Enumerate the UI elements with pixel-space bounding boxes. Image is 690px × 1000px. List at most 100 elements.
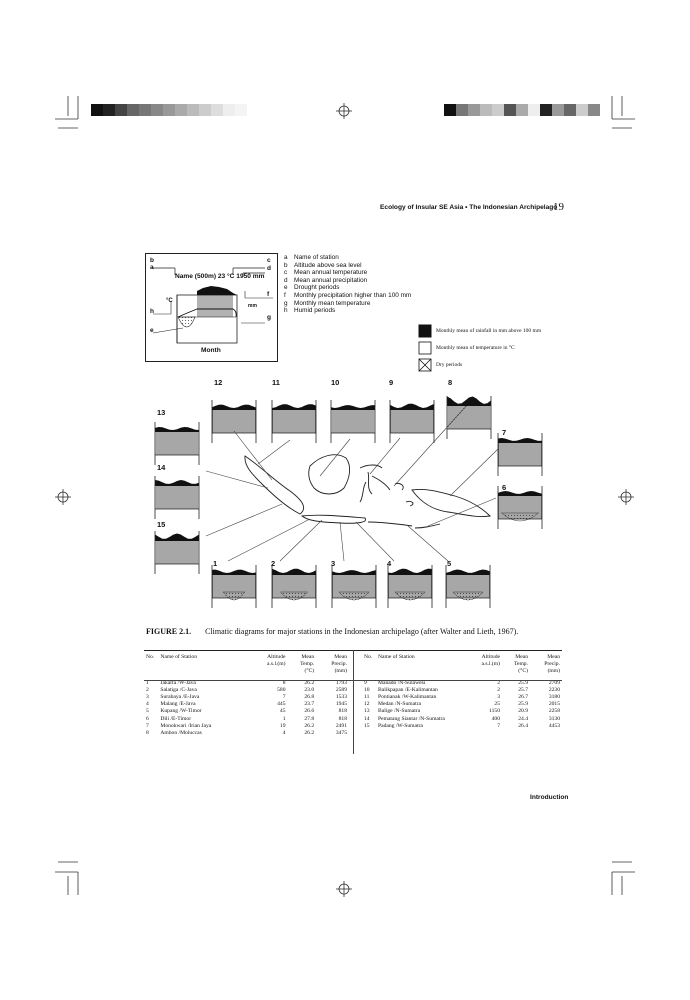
dry-period-fill	[279, 591, 309, 601]
cell-precip: 2258	[548, 708, 560, 715]
diagram-axes	[330, 400, 376, 443]
header-name: Name of Station	[378, 654, 415, 660]
key-legend-texts: Name of station Altitude above sea level…	[294, 254, 411, 315]
cell-no: 12	[364, 701, 370, 708]
cell-alt: 7	[497, 722, 500, 729]
registration-target-left	[55, 489, 71, 505]
diagram-axes	[154, 476, 200, 519]
climate-diagram-2	[271, 565, 317, 608]
humid-period-fill	[155, 541, 199, 564]
cell-alt: 2	[497, 686, 500, 693]
key-diagram	[152, 267, 273, 344]
cell-precip: 1533	[335, 694, 347, 701]
figure-caption-label: FIGURE 2.1.	[146, 627, 192, 636]
figure-caption: FIGURE 2.1. Climatic diagrams for major …	[146, 627, 546, 636]
cell-no: 1	[146, 679, 149, 686]
legend-letter: d	[284, 276, 288, 284]
indonesia-map-outline	[244, 454, 491, 529]
key-diagram-title: Name (500m) 23 °C 1950 mm	[175, 273, 265, 280]
station-label-9: 9	[389, 378, 394, 387]
symbol-legend-boxes	[418, 324, 432, 372]
rain-excess-fill	[331, 405, 375, 410]
rain-excess-fill	[332, 570, 376, 575]
humid-period-fill	[155, 486, 199, 509]
cell-name: Balige /N-Sumatra	[378, 708, 421, 715]
station-label-6: 6	[502, 483, 507, 492]
running-header-title: Ecology of Insular SE Asia • The Indones…	[380, 204, 558, 211]
climate-diagram-12	[211, 400, 257, 443]
key-letter-f: f	[267, 291, 270, 298]
humid-period-fill	[155, 432, 199, 455]
cell-temp: 26.4	[518, 722, 528, 729]
station-pointer-lines	[205, 403, 499, 562]
legend-text: Mean annual temperature	[294, 269, 368, 277]
sumatra-outline	[244, 455, 304, 515]
cell-no: 15	[364, 722, 370, 729]
cell-no: 13	[364, 708, 370, 715]
figure-caption-text: Climatic diagrams for major stations in …	[205, 627, 519, 636]
rain-excess-fill	[212, 569, 256, 575]
cell-name: Balikpapan /E-Kalimantan	[378, 686, 438, 693]
legend-letter: b	[284, 261, 288, 269]
white-box-symbol	[418, 341, 432, 355]
symbol-legend-rainfall: Monthly mean of rainfall in mm above 100…	[436, 328, 542, 334]
rain-excess-fill	[446, 569, 490, 575]
key-letter-g: g	[267, 314, 271, 321]
cell-alt: 7	[282, 694, 286, 701]
legend-text: Mean annual precipitation	[294, 276, 368, 284]
cell-alt: 25	[494, 701, 500, 708]
key-letter-h: h	[150, 308, 154, 315]
color-strip-right	[444, 104, 600, 116]
key-unit-celsius: °C	[166, 298, 173, 304]
diagram-axes	[331, 565, 377, 608]
cell-precip: 3475	[335, 730, 347, 737]
java-outline	[300, 514, 367, 524]
cell-name: Surabaya /E-Java	[160, 694, 200, 701]
cell-name: Padang /W-Sumatra	[378, 722, 423, 729]
key-diagram-box	[145, 253, 278, 362]
diagram-axes	[271, 565, 317, 608]
climate-diagram-6	[497, 486, 543, 529]
cell-name: Manado /N-Sulawesi	[378, 679, 426, 686]
cell-alt: 400	[491, 715, 500, 722]
climate-diagram-10	[330, 400, 376, 443]
cell-name: Malang /E-Java	[160, 701, 196, 708]
diagram-axes	[154, 531, 200, 574]
cell-no: 5	[146, 708, 149, 715]
header-no: No.	[364, 654, 373, 660]
cell-temp: 25.7	[518, 686, 528, 693]
cell-precip: 1945	[335, 701, 347, 708]
cell-alt: 445	[277, 701, 286, 708]
cell-temp: 26.2	[304, 722, 315, 729]
registration-target-bottom	[336, 881, 352, 897]
cell-alt: 3	[497, 694, 500, 701]
humid-period-fill	[390, 410, 434, 433]
rain-excess-fill	[155, 480, 199, 486]
legend-text: Monthly precipitation higher than 100 mm	[294, 291, 412, 299]
climate-diagram-14	[154, 476, 200, 519]
sulawesi-outline	[359, 464, 391, 503]
station-label-14: 14	[157, 463, 166, 472]
table-header-rule	[144, 680, 562, 681]
cell-precip: 2589	[335, 686, 347, 693]
dry-period-fill	[338, 591, 370, 601]
cell-alt: 45	[279, 708, 286, 715]
page-number: 19	[553, 201, 564, 213]
key-letter-e: e	[150, 327, 154, 334]
humid-period-fill	[331, 410, 375, 433]
color-strip-left	[91, 104, 247, 116]
cell-name: Kupang /W-Timor	[160, 708, 202, 715]
station-label-7: 7	[502, 428, 507, 437]
station-label-4: 4	[387, 559, 392, 568]
cell-temp: 25.9	[518, 701, 528, 708]
cell-precip: 1793	[335, 679, 347, 686]
cell-temp: 23.0	[304, 686, 315, 693]
cell-precip: 3180	[548, 694, 560, 701]
legend-letter: f	[284, 291, 286, 299]
